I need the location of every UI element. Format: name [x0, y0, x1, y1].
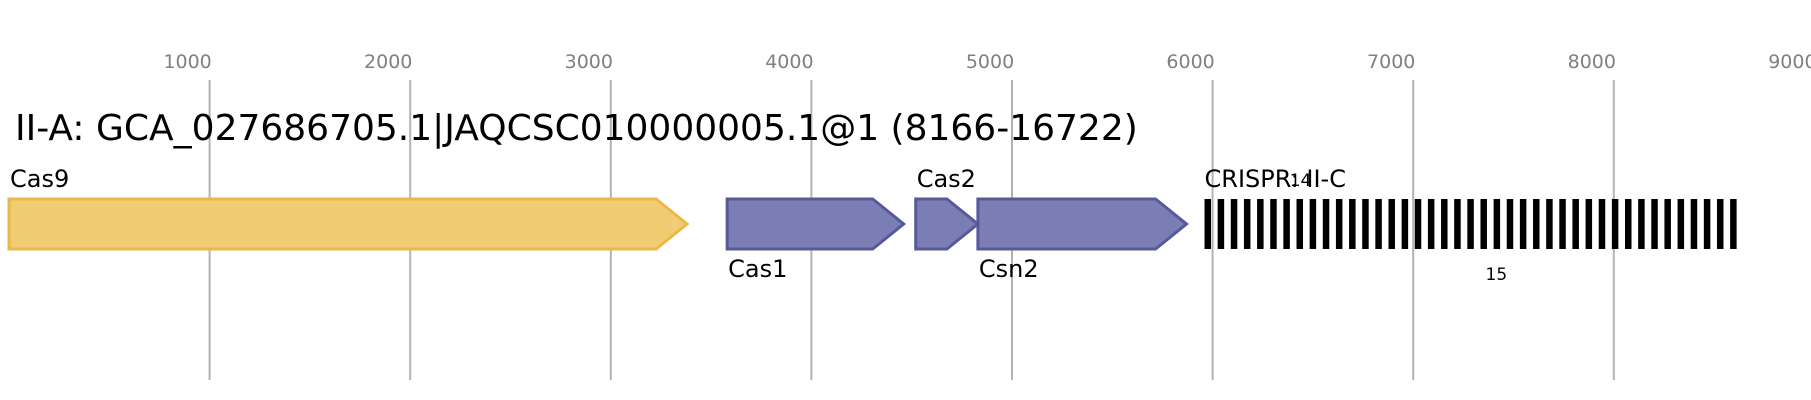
locus-title: II-A: GCA_027686705.1|JAQCSC010000005.1@…: [15, 108, 1138, 149]
crispr-repeat: [1519, 199, 1527, 249]
crispr-repeat: [1388, 199, 1395, 249]
crispr-repeat: [1598, 199, 1606, 249]
crispr-repeat: [1585, 199, 1593, 249]
crispr-repeat: [1414, 199, 1422, 249]
crispr-repeat: [1493, 199, 1501, 249]
crispr-label: CRISPR: II-C: [1205, 165, 1346, 193]
crispr-repeat: [1217, 199, 1225, 249]
crispr-repeat: [1638, 199, 1645, 249]
crispr-repeat: [1230, 199, 1238, 249]
crispr-repeat: [1625, 199, 1632, 249]
crispr-repeat: [1533, 199, 1540, 249]
gene-arrow-cas9: [7, 197, 690, 251]
gene-label-cas1: Cas1: [728, 255, 787, 283]
crispr-repeat: [1204, 199, 1212, 249]
spacer-count-above: 14: [1290, 171, 1312, 191]
crispr-repeat: [1480, 199, 1487, 249]
crispr-repeat: [1572, 199, 1579, 249]
tick-label: 9000: [1768, 51, 1811, 73]
tick-label: 6000: [1166, 51, 1214, 73]
tick-label: 4000: [765, 51, 813, 73]
gene-label-cas2: Cas2: [917, 165, 976, 193]
crispr-repeat: [1375, 199, 1382, 249]
tick-label: 8000: [1568, 51, 1616, 73]
tick-label: 5000: [966, 51, 1014, 73]
gene-arrow-csn2: [976, 197, 1189, 251]
crispr-repeat: [1703, 199, 1711, 249]
tick-label: 2000: [364, 51, 412, 73]
crispr-repeat: [1401, 199, 1409, 249]
crispr-repeat: [1506, 199, 1514, 249]
crispr-repeat: [1296, 199, 1304, 249]
crispr-repeat: [1243, 199, 1251, 249]
crispr-repeat: [1716, 199, 1724, 249]
crispr-repeat: [1441, 199, 1448, 249]
crispr-repeat: [1322, 199, 1330, 249]
tick-label: 3000: [565, 51, 613, 73]
crispr-array: CRISPR: II-C14 15: [1204, 165, 1737, 285]
crispr-repeat: [1454, 199, 1461, 249]
crispr-repeat: [1546, 199, 1553, 249]
tick-label: 7000: [1367, 51, 1415, 73]
crispr-repeat: [1559, 199, 1566, 249]
crispr-repeat: [1362, 199, 1369, 249]
crispr-repeat: [1467, 199, 1474, 249]
crispr-repeat: [1309, 199, 1317, 249]
crispr-repeat: [1283, 199, 1290, 249]
spacer-count-below: 15: [1486, 265, 1508, 285]
crispr-repeat: [1335, 199, 1343, 249]
crispr-repeat: [1730, 199, 1737, 249]
tick-label: 1000: [163, 51, 211, 73]
crispr-repeat: [1427, 199, 1435, 249]
gene-arrow-cas2: [914, 197, 981, 251]
crispr-repeat: [1690, 199, 1698, 249]
crispr-repeat: [1664, 199, 1671, 249]
crispr-repeat: [1611, 199, 1619, 249]
crispr-repeat: [1257, 199, 1264, 249]
crispr-repeat: [1349, 199, 1356, 249]
crispr-repeat: [1270, 199, 1277, 249]
crispr-repeat: [1651, 199, 1658, 249]
gene-label-csn2: Csn2: [979, 255, 1039, 283]
gene-arrow-cas1: [725, 197, 907, 251]
crispr-repeat: [1677, 199, 1685, 249]
gene-label-cas9: Cas9: [10, 165, 69, 193]
